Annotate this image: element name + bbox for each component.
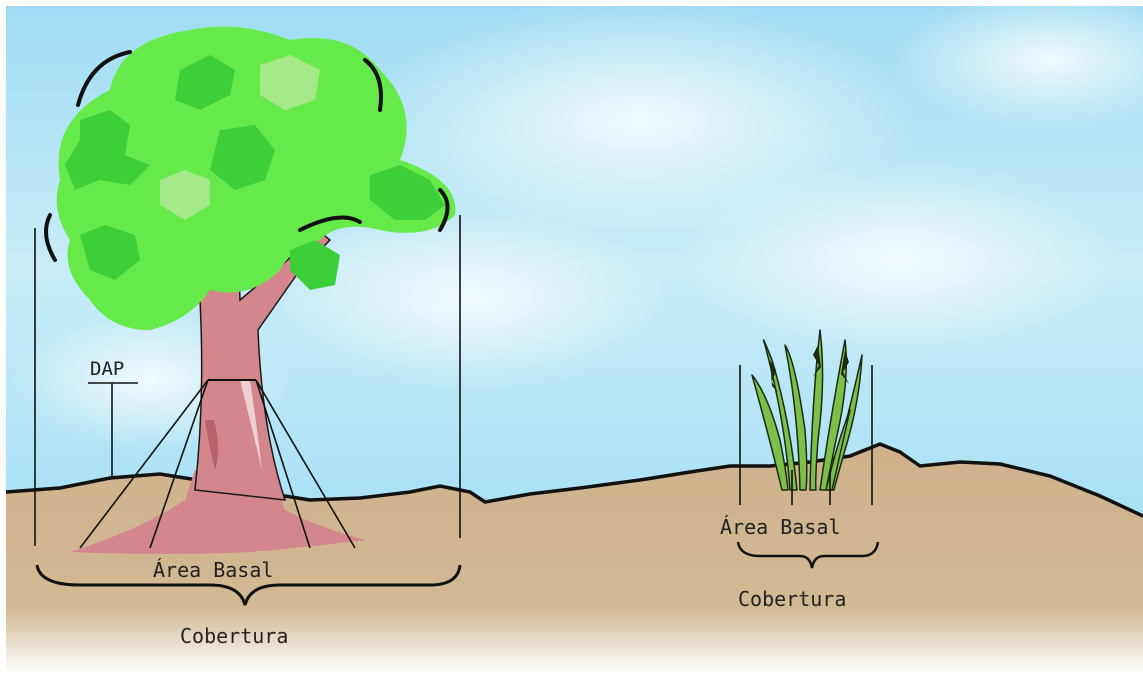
tree-cover-label: Cobertura	[180, 624, 288, 648]
tree-basal-area-label: Área Basal	[153, 558, 273, 582]
grass-cover-label: Cobertura	[738, 587, 846, 611]
dap-label: DAP	[90, 358, 124, 380]
grass-basal-area-label: Área Basal	[720, 515, 840, 539]
